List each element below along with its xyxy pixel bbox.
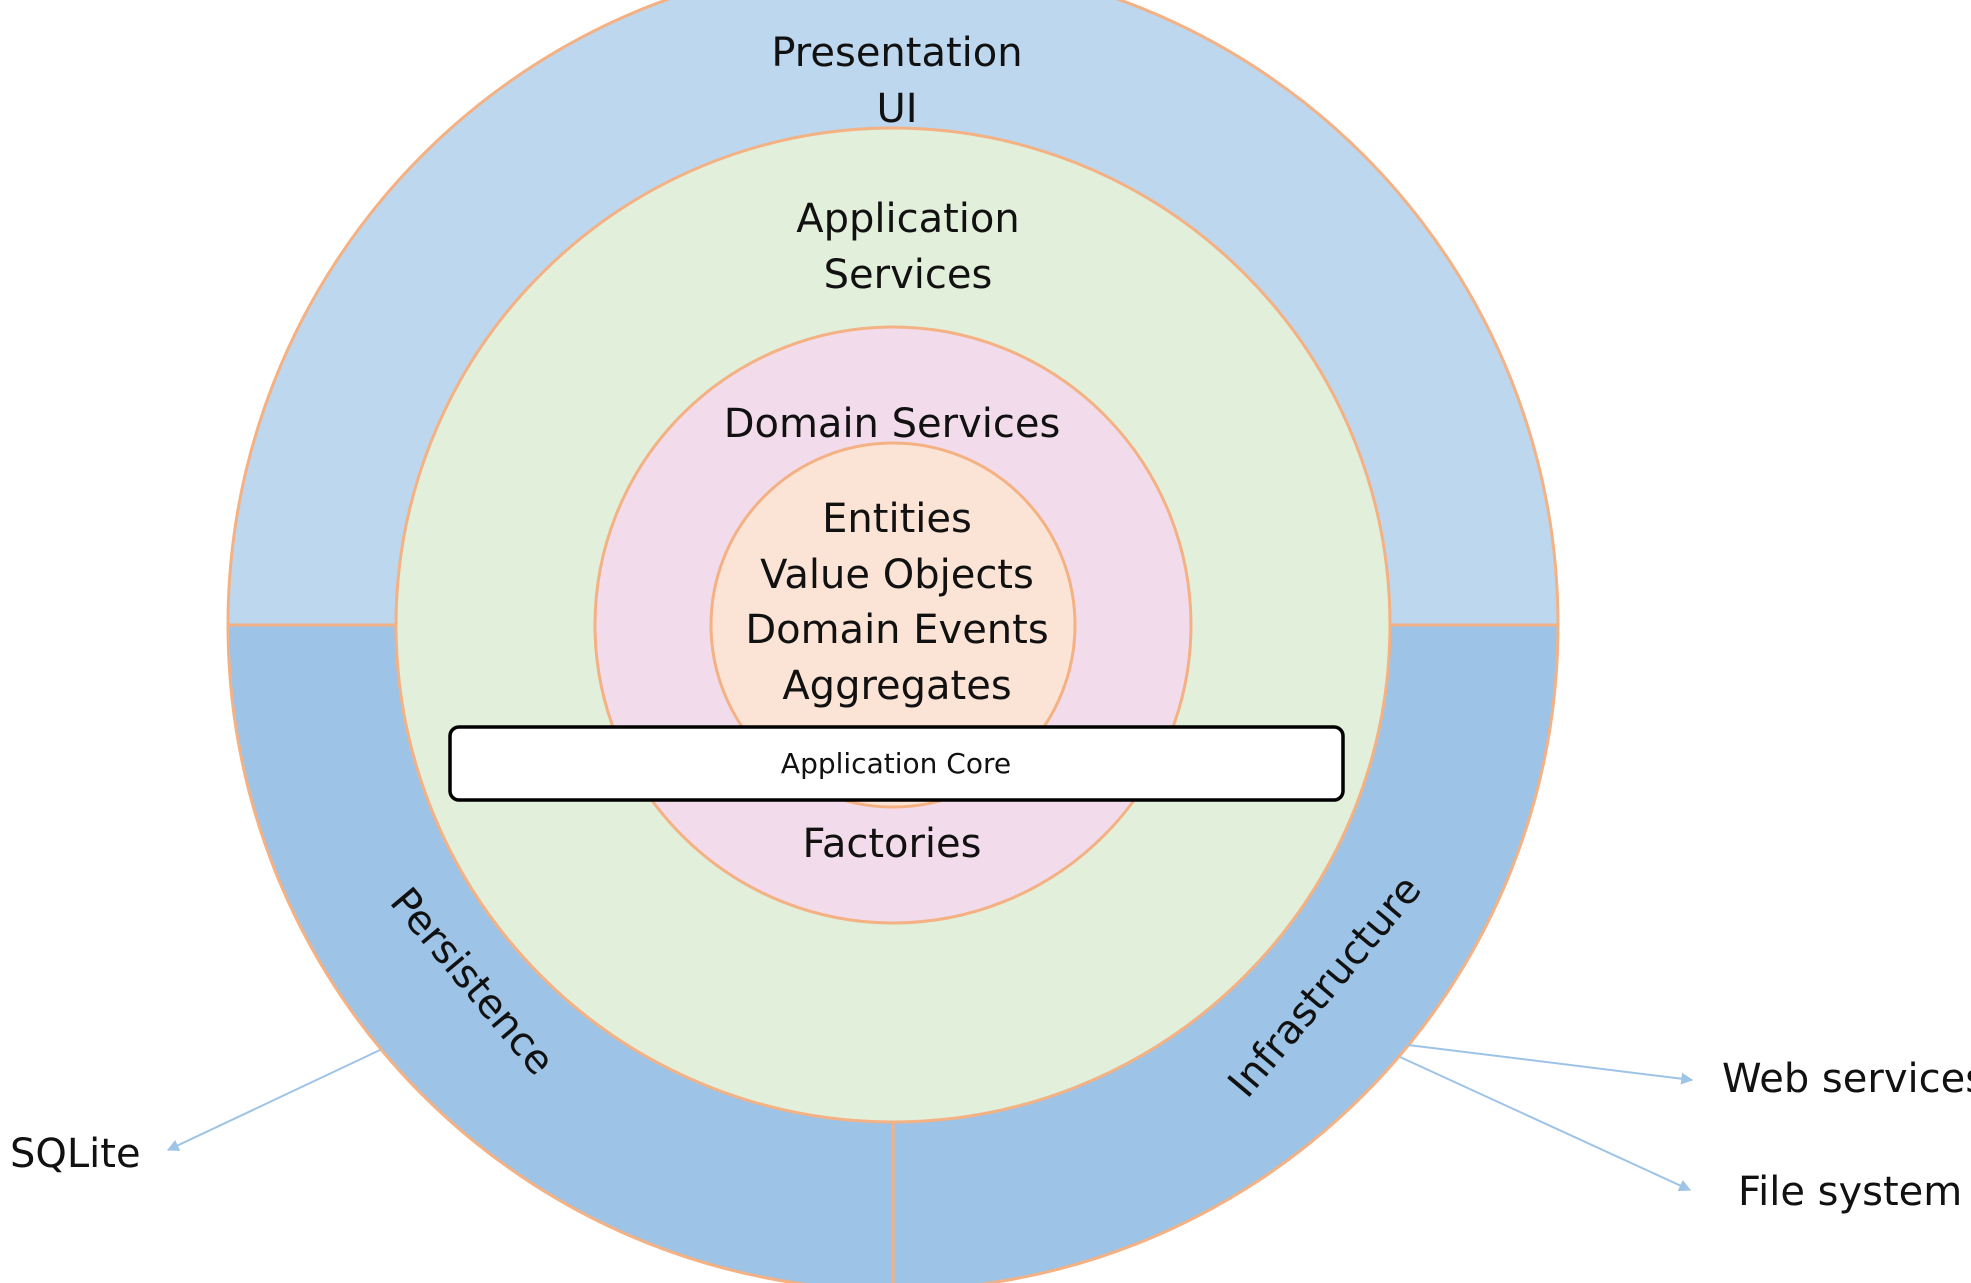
- application-core-label: Application Core: [781, 747, 1011, 780]
- domain-events-label: Domain Events: [745, 607, 1048, 653]
- infrastructure-to-web-services-arrow: [1407, 1044, 1694, 1085]
- aggregates-label: Aggregates: [782, 663, 1011, 709]
- entities-label: Entities: [822, 496, 972, 542]
- domain-services-label: Domain Services: [724, 401, 1061, 447]
- infrastructure-to-file-system-arrow: [1399, 1056, 1692, 1191]
- file-system-label: File system: [1738, 1169, 1962, 1215]
- presentation-label: Presentation: [771, 30, 1022, 76]
- factories-label: Factories: [802, 821, 981, 867]
- persistence-to-sqlite-arrow: [166, 1049, 381, 1151]
- application-label: Application: [796, 196, 1020, 242]
- web-services-label: Web services: [1722, 1056, 1971, 1102]
- domain-model-layer: [709, 441, 1077, 809]
- ui-label: UI: [876, 86, 917, 132]
- application-core-box: [448, 725, 1345, 802]
- value-objects-label: Value Objects: [760, 552, 1034, 598]
- services-label: Services: [824, 252, 993, 298]
- sqlite-label: SQLite: [10, 1131, 141, 1177]
